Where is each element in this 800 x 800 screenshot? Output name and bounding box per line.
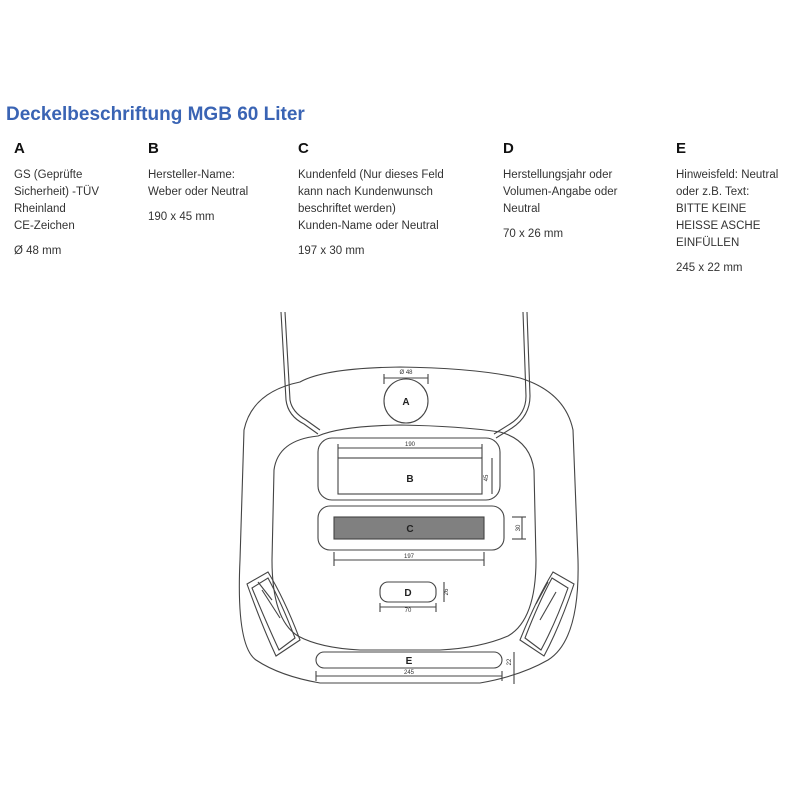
field-c-label: C	[406, 524, 413, 535]
field-d-dim-width: 70	[405, 608, 412, 614]
field-b-dim-height: 45	[484, 474, 490, 481]
column-a: A GS (Geprüfte Sicherheit) -TÜV Rheinlan…	[14, 140, 114, 260]
field-a-dim-label: Ø 48	[399, 370, 413, 376]
field-d-label: D	[404, 588, 411, 599]
field-e-dim-width: 245	[404, 670, 415, 676]
column-c-letter: C	[298, 140, 309, 157]
column-b-size: 190 x 45 mm	[148, 211, 215, 223]
column-d-description: Herstellungsjahr oder Volumen-Angabe ode…	[503, 169, 618, 215]
handle-wire-right	[493, 311, 527, 435]
field-b-dim-width: 190	[405, 442, 416, 448]
field-e-label: E	[406, 656, 413, 667]
field-c-box	[333, 516, 485, 540]
field-c-dim-width: 197	[404, 554, 415, 560]
column-a-letter: A	[14, 140, 25, 157]
column-e-example-text: BITTE KEINE HEISSE ASCHE EINFÜLLEN	[676, 203, 761, 249]
column-e-size: 245 x 22 mm	[676, 262, 743, 274]
handle-wire-left	[280, 311, 319, 435]
field-c-frame	[317, 505, 505, 551]
hinge-left	[246, 571, 301, 657]
column-c-size: 197 x 30 mm	[298, 245, 365, 257]
page-title: Deckelbeschriftung MGB 60 Liter	[6, 104, 305, 125]
column-b-description: Hersteller-Name: Weber oder Neutral	[148, 169, 249, 198]
column-e: E Hinweisfeld: Neutral oder z.B. Text: B…	[676, 140, 798, 277]
column-c-description: Kundenfeld (Nur dieses Feld kann nach Ku…	[298, 169, 444, 232]
field-b-frame	[317, 437, 501, 501]
field-e-box	[315, 651, 503, 669]
column-e-letter: E	[676, 140, 687, 157]
column-d: D Herstellungsjahr oder Volumen-Angabe o…	[503, 140, 653, 243]
field-b-box	[337, 457, 483, 495]
field-a-circle	[383, 378, 429, 424]
field-e-dim-height: 22	[507, 658, 513, 665]
field-b-label: B	[406, 474, 413, 485]
column-d-size: 70 x 26 mm	[503, 228, 564, 240]
column-d-letter: D	[503, 140, 514, 157]
column-b: B Hersteller-Name: Weber oder Neutral 19…	[148, 140, 283, 226]
column-b-letter: B	[148, 140, 159, 157]
field-d-dim-height: 26	[444, 588, 450, 595]
handle-wire-left-inner	[284, 311, 321, 431]
field-d-box	[379, 581, 437, 603]
field-a-label: A	[402, 397, 409, 408]
handle-wire-right-inner	[495, 311, 531, 439]
column-e-description: Hinweisfeld: Neutral oder z.B. Text:	[676, 169, 779, 198]
column-a-size: Ø 48 mm	[14, 245, 62, 257]
hinge-right	[519, 571, 575, 657]
column-c: C Kundenfeld (Nur dieses Feld kann nach …	[298, 140, 483, 260]
lid-outline	[238, 366, 579, 684]
column-a-description: GS (Geprüfte Sicherheit) -TÜV Rheinland …	[14, 169, 99, 232]
field-c-dim-height: 30	[516, 524, 522, 531]
